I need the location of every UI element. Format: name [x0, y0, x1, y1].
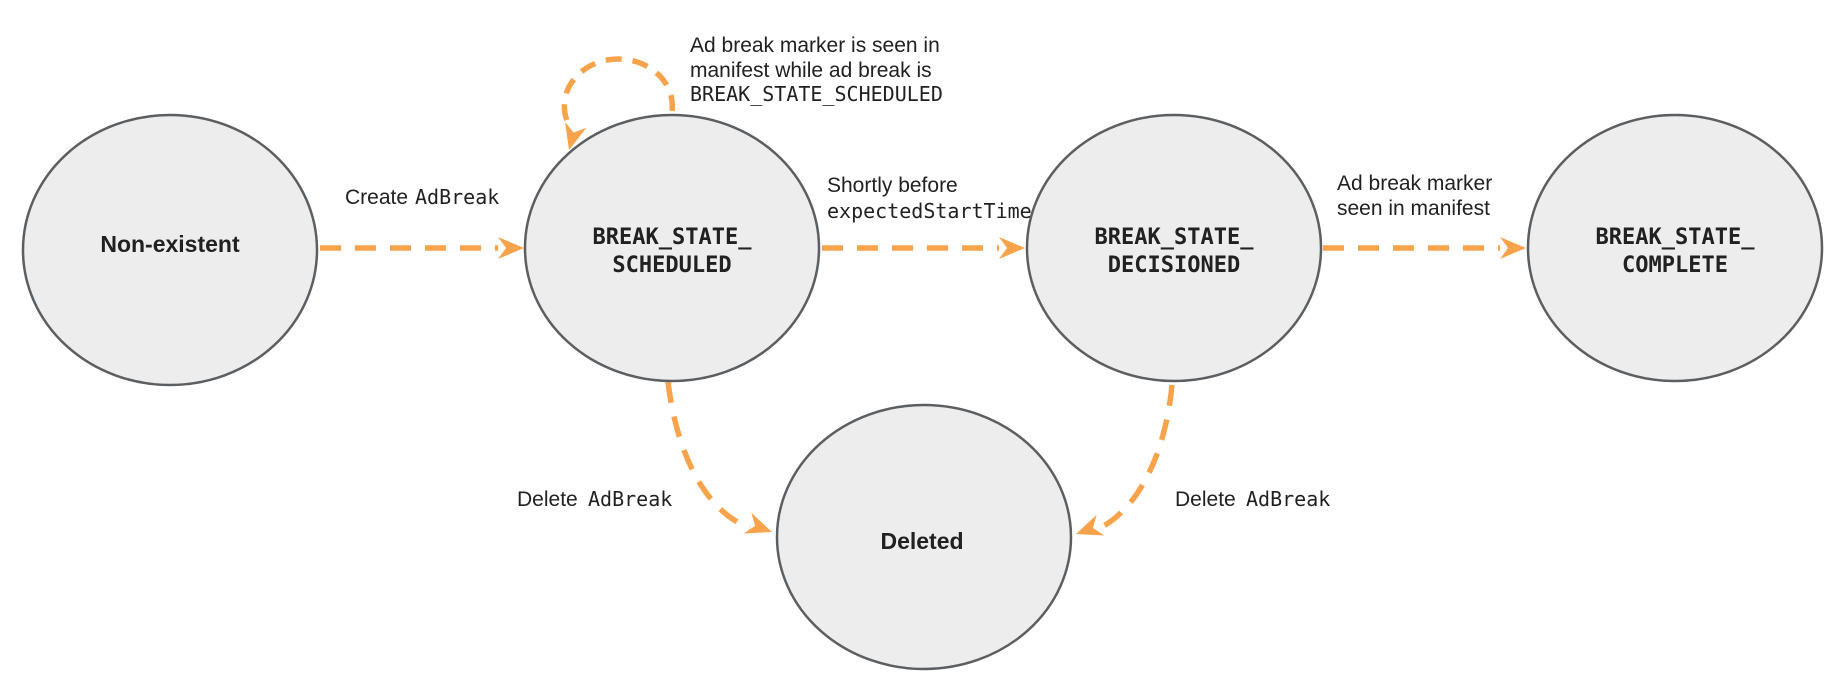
state-circle-break-state-decisioned [1025, 113, 1323, 383]
state-label-line: SCHEDULED [612, 253, 731, 278]
arrowhead-delete-decisioned [1076, 514, 1105, 536]
state-node-break-state-scheduled: BREAK_STATE_ SCHEDULED [523, 113, 821, 383]
state-label-deleted: Deleted [880, 528, 963, 554]
state-circle-break-state-scheduled [523, 113, 821, 383]
label-code-text: expectedStartTime [827, 199, 1032, 223]
edge-self-loop [561, 56, 676, 129]
state-label-line: BREAK_STATE_ [1095, 225, 1255, 250]
arrowhead-delete-scheduled [743, 512, 772, 534]
label-text: Ad break marker is seen in [690, 34, 940, 57]
label-text: seen in manifest [1337, 197, 1490, 220]
transition-edges [320, 56, 1526, 536]
state-circle-break-state-complete [1526, 113, 1824, 383]
arrowhead-self-loop [565, 122, 587, 150]
label-text: Delete [1175, 488, 1236, 511]
transition-label-delete-scheduled: Delete AdBreak [517, 487, 672, 511]
state-node-break-state-complete: BREAK_STATE_ COMPLETE [1526, 113, 1824, 383]
label-text: Ad break marker [1337, 172, 1492, 195]
state-label-break-state-complete: BREAK_STATE_ COMPLETE [1596, 225, 1756, 278]
arrowhead-decision [999, 237, 1025, 259]
state-label-line: BREAK_STATE_ [1596, 225, 1756, 250]
label-code-text: AdBreak [588, 487, 672, 511]
edge-delete-scheduled [665, 381, 751, 531]
state-circle-deleted [775, 403, 1073, 671]
state-label-line: DECISIONED [1108, 253, 1240, 278]
label-text: Delete [517, 488, 578, 511]
state-label-break-state-scheduled: BREAK_STATE_ SCHEDULED [593, 225, 753, 278]
state-label-non-existent: Non-existent [100, 231, 240, 257]
state-node-deleted: Deleted [775, 403, 1073, 671]
label-text: Create [345, 186, 408, 209]
transition-label-delete-decisioned: Delete AdBreak [1175, 487, 1330, 511]
state-circle-non-existent [21, 113, 319, 387]
state-label-line: BREAK_STATE_ [593, 225, 753, 250]
arrowhead-create-adbreak [498, 237, 524, 259]
label-text: manifest while ad break is [690, 59, 932, 82]
label-code-text: BREAK_STATE_SCHEDULED [690, 82, 943, 106]
label-text: Shortly before [827, 174, 958, 197]
edge-delete-decisioned [1094, 384, 1175, 533]
arrowhead-complete [1500, 237, 1526, 259]
state-node-break-state-decisioned: BREAK_STATE_ DECISIONED [1025, 113, 1323, 383]
label-code-text: AdBreak [1246, 487, 1330, 511]
state-label-break-state-decisioned: BREAK_STATE_ DECISIONED [1095, 225, 1255, 278]
state-node-non-existent: Non-existent [21, 113, 319, 387]
transition-label-create-adbreak: Create AdBreak [345, 185, 499, 209]
label-code-text: AdBreak [415, 185, 499, 209]
state-label-line: COMPLETE [1622, 253, 1728, 278]
